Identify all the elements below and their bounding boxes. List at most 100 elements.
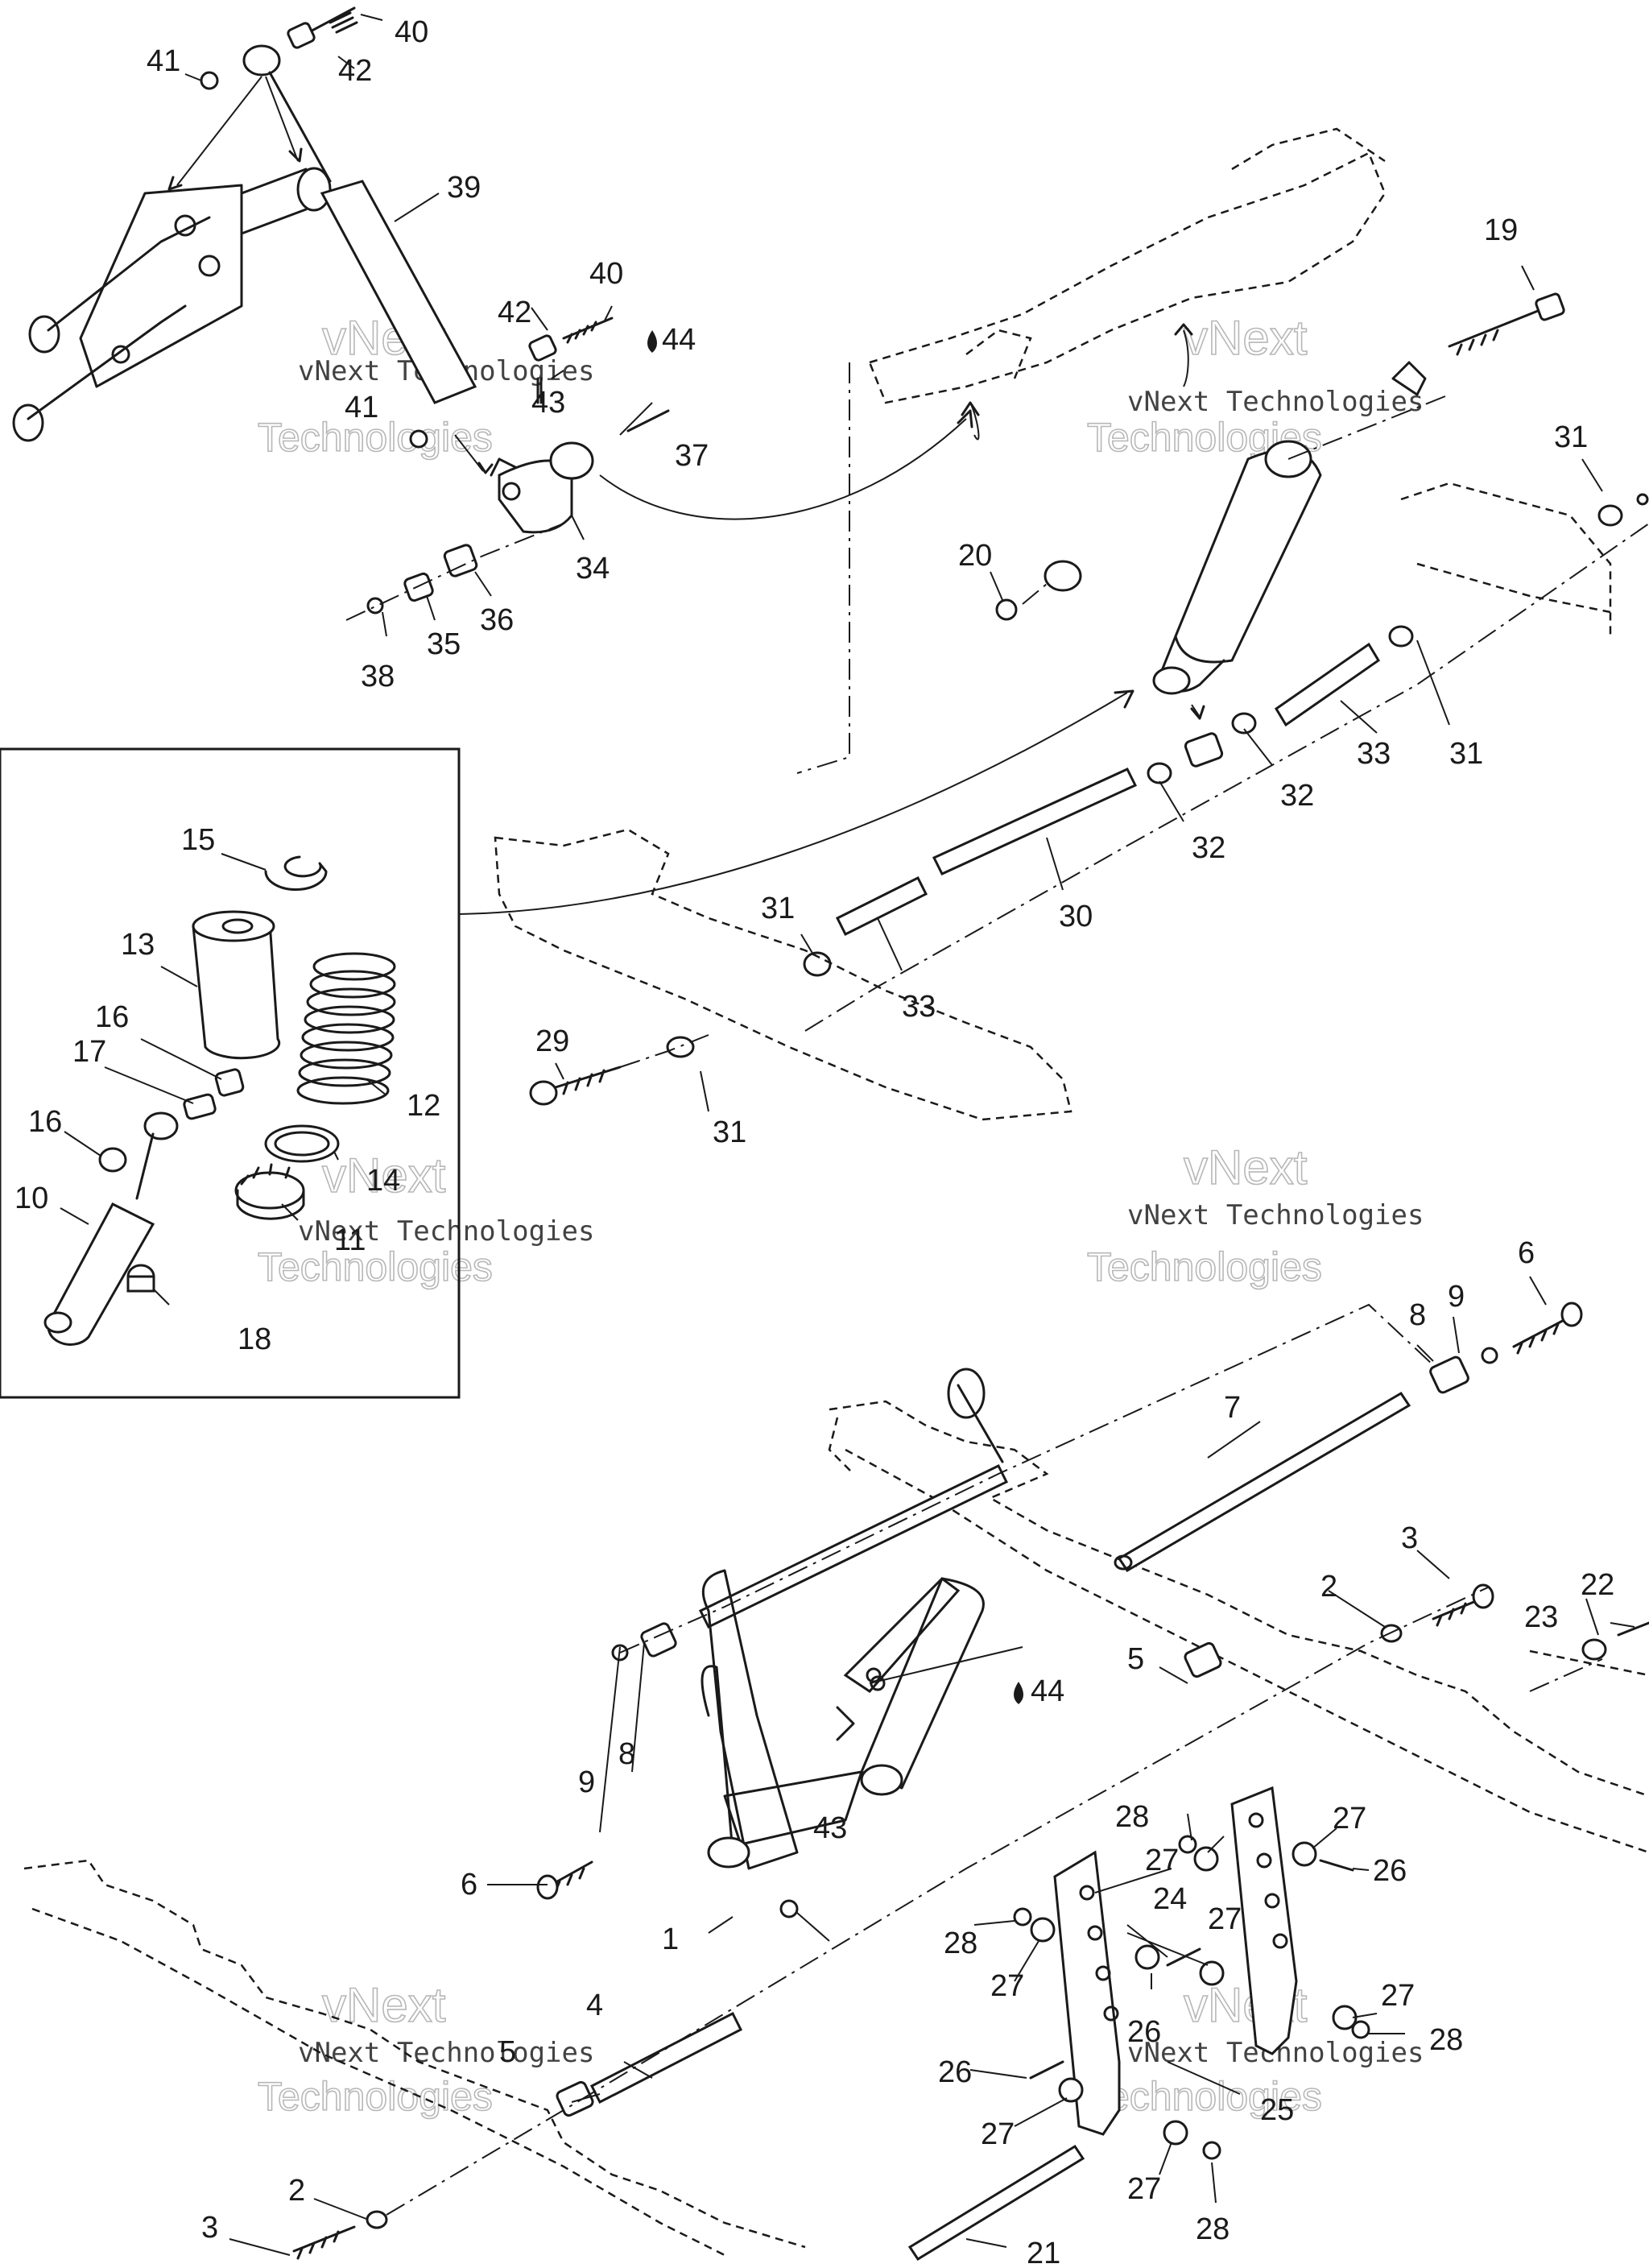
part-label-2: 2 [1320,1570,1337,1604]
spacer-tube-33-upper [1274,642,1381,727]
part-label-14: 14 [366,1164,400,1198]
washer-31-lower [803,951,832,977]
bushing-eye [143,1111,179,1140]
part-label-42: 42 [498,296,531,329]
shock-rod [135,1132,155,1200]
part-label-35: 35 [427,627,461,661]
front-arm-lower [698,1368,1009,1918]
part-label-34: 34 [576,552,610,586]
shock-mount-34 [345,305,973,637]
part-label-41: 41 [345,391,378,424]
washer-27-a [1193,1846,1219,1872]
part-label-27: 27 [1145,1844,1179,1877]
watermark-vnext: vNext [322,1978,446,2032]
spacer-42-top [287,22,316,49]
watermark-text: vNext Technologies [1127,386,1424,418]
shaft-7 [1117,1391,1411,1573]
watermark-text: vNext Technologies [298,2037,594,2069]
washer-32-lower [1147,762,1172,784]
shaft-30 [932,768,1138,875]
nut-41-mid [409,429,428,449]
watermark-vnext: vNext [1184,311,1308,365]
part-label-6: 6 [1518,1236,1535,1270]
part-label-27: 27 [1333,1802,1366,1836]
part-label-31: 31 [1449,737,1483,771]
washer-23 [1581,1638,1607,1661]
part-label-28: 28 [1429,2023,1463,2057]
washer-27-e [1199,1960,1225,1986]
arm-right-leg [860,1577,985,1790]
part-label-17: 17 [72,1035,106,1069]
bushing-5-lower [556,2080,594,2117]
part-label-5: 5 [1127,1642,1144,1676]
part-label-37: 37 [675,439,709,473]
part-label-29: 29 [535,1024,569,1058]
mid-slide-rail [494,482,1612,1121]
bushing-upper [214,1068,245,1097]
inset-callout-arrowhead [1114,689,1134,709]
arm-left-leg [701,1569,799,1870]
arm-end [296,167,332,212]
part-number-labels: 40 41 42 39 40 42 44 41 43 37 34 36 35 3… [14,15,1614,2268]
part-label-26: 26 [1373,1854,1407,1888]
part-label-39: 39 [447,171,481,205]
part-label-16: 16 [28,1105,62,1139]
part-label-13: 13 [121,928,155,962]
center-line-upper [796,362,850,774]
part-label-31: 31 [1554,420,1588,454]
part-label-44: 44 [1031,1674,1064,1708]
link-arm-right [1230,1786,1298,2055]
bolt-40-top [329,11,358,34]
part-label-33: 33 [902,990,936,1024]
washer-32-upper [1231,712,1257,735]
nut-28-lower [1202,2141,1221,2160]
bolt-3-left [292,2225,356,2253]
part-label-2: 2 [288,2174,305,2208]
washer-27-g [1058,2077,1084,2103]
arm-upper-loop [947,1368,986,1419]
part-label-27: 27 [1208,1902,1242,1936]
part-label-20: 20 [958,539,992,573]
spring-seat-washer [264,1124,340,1163]
part-label-40: 40 [589,257,623,291]
spacer-sleeve [183,1093,217,1120]
lubricant-drop-icon [647,330,657,353]
cross-tube-upper [698,1464,1009,1629]
bolt-22 [1617,1621,1649,1637]
part-label-31: 31 [761,892,795,925]
coil-spring [296,952,396,1105]
shaft-21 [907,2144,1085,2262]
bushing-5-upper [1184,1641,1222,1678]
part-label-27: 27 [1127,2172,1161,2206]
part-label-24: 24 [1153,1882,1187,1916]
rubber-bushing-20 [1044,560,1082,592]
washer-27-c [1030,1917,1056,1943]
spring-retainer-clip [264,855,328,891]
inset-shock-assembly [43,855,396,1346]
bolt-26-upper [1319,1859,1354,1872]
part-label-26: 26 [938,2055,972,2089]
part-label-25: 25 [1260,2093,1294,2127]
part-label-27: 27 [981,2117,1015,2151]
rear-shock-lower-eye [1152,666,1191,695]
washer-9-right [1481,1347,1498,1364]
grease-43-lower [779,1899,799,1918]
part-label-42: 42 [338,54,372,88]
part-label-28: 28 [944,1927,977,1960]
inset-leaders [60,853,387,1306]
part-label-27: 27 [990,1969,1024,2003]
washer-31-right [1597,504,1623,527]
bolt-6-right [1512,1315,1572,1348]
rear-shock-body [1174,449,1322,664]
shock-body-39 [320,180,477,404]
watermark-text: vNext Technologies [1127,1199,1424,1231]
watermark-technologies: Technologies [258,2074,493,2119]
nut-20 [995,598,1018,621]
part-label-16: 16 [95,1000,129,1034]
part-label-10: 10 [14,1182,48,1215]
adjuster-ring [234,1163,305,1220]
part-label-32: 32 [1280,779,1314,813]
washer-31-bolt [666,1036,695,1058]
bushing-8-right [1429,1355,1469,1394]
